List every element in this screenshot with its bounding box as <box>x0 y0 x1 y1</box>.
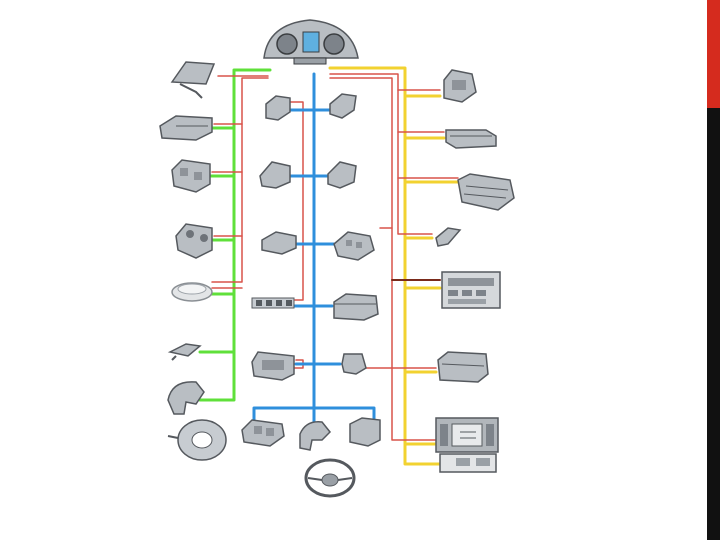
wiring <box>198 66 460 466</box>
module-right-icon <box>333 231 375 261</box>
relay-left-icon <box>265 95 291 121</box>
accent-bar-red <box>707 0 720 108</box>
cd-changer-icon <box>457 173 515 211</box>
mirror-module-icon <box>170 61 216 99</box>
cup-module-icon <box>341 353 367 375</box>
steering-column-icon <box>167 381 205 415</box>
radio-display-icon <box>435 417 499 453</box>
transmission-control-icon <box>171 159 211 193</box>
airbag-steering-icon <box>299 421 332 451</box>
antenna-icon <box>435 227 462 247</box>
yellow-bus <box>328 66 460 466</box>
actuator-icon <box>251 351 295 381</box>
relay-right-icon <box>329 93 357 119</box>
abs-unit-icon <box>175 223 213 259</box>
steering-wheel-icon <box>304 458 356 498</box>
clock-spring-icon <box>167 419 227 461</box>
led-strip-icon <box>251 297 295 309</box>
engine-control-unit-icon <box>159 115 213 141</box>
instrument-cluster-icon <box>263 19 359 65</box>
amplifier-icon <box>445 129 497 149</box>
climate-panel-icon <box>441 271 501 309</box>
airbag-module-icon <box>349 417 381 447</box>
round-sensor-icon <box>171 282 213 302</box>
green-bus <box>198 68 272 402</box>
red-wires-right <box>329 73 459 441</box>
connector-left-icon <box>259 161 291 189</box>
module-left-icon <box>261 231 297 255</box>
navigation-unit-icon <box>437 351 489 383</box>
can-bus-network-diagram <box>159 19 515 498</box>
control-board-icon <box>241 419 285 447</box>
box-module-icon <box>333 293 379 321</box>
connector-right-icon <box>327 161 357 189</box>
alarm-sensor-icon <box>443 69 477 103</box>
red-wires-left <box>211 75 304 369</box>
radio-head-unit-icon <box>439 453 497 473</box>
accent-bar-dark <box>707 108 720 540</box>
small-sensor-icon <box>167 343 202 361</box>
